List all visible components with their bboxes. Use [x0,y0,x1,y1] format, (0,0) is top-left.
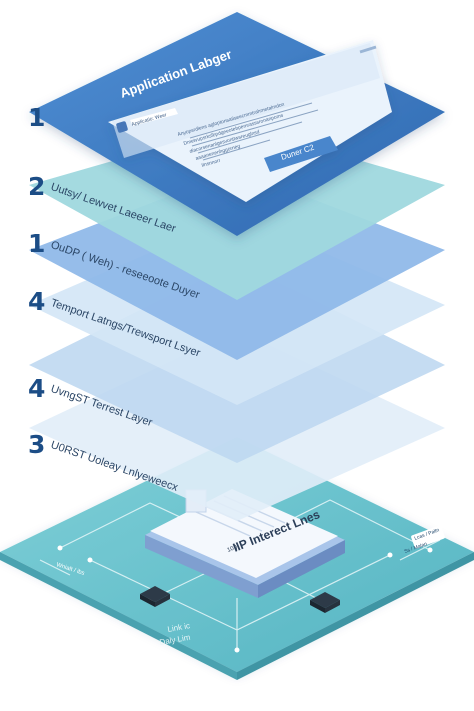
app-body-line: Ilnsnnorr [201,158,222,169]
chip-right-icon [310,592,340,613]
chip-left-icon [140,586,170,607]
layer-number: 2 [28,172,46,201]
layer-number: 3 [28,430,46,459]
base-card [145,489,345,598]
app-window [108,40,392,202]
base-bottom-label: Link ic [167,621,191,634]
base-card-small: 10 ) [227,544,239,553]
layer-number: 4 [28,287,46,316]
layer-number: 1 [28,103,46,132]
layer-number: 1 [28,229,46,258]
layer-number: 4 [28,374,46,403]
